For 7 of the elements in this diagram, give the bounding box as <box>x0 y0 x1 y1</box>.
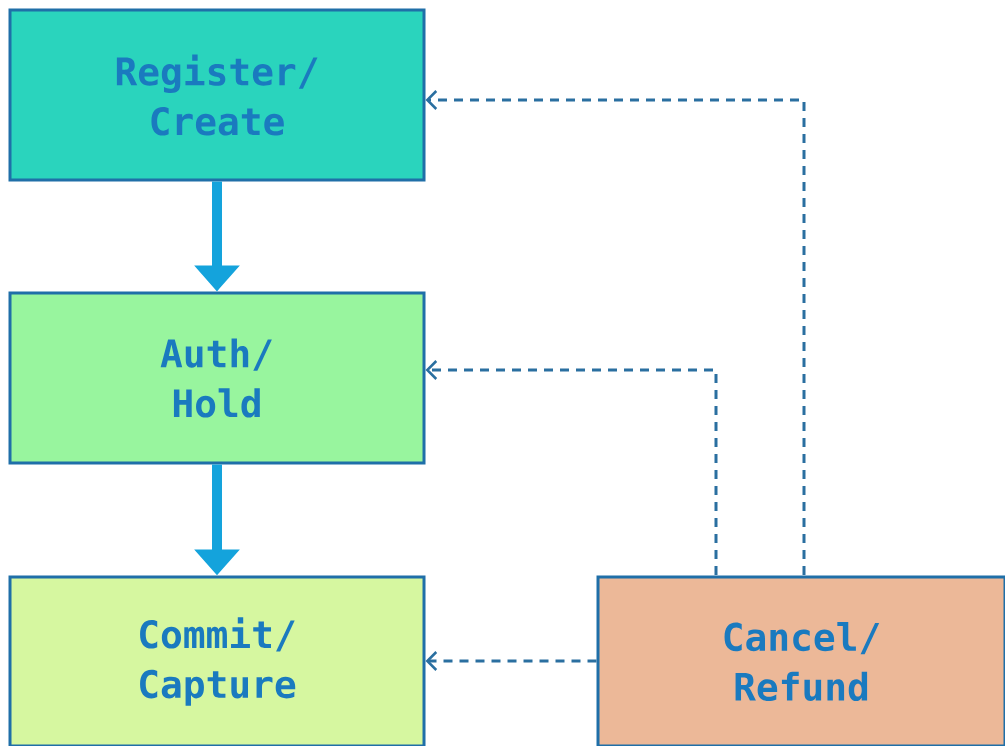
process-box: Auth/ Hold <box>8 291 426 465</box>
arrow <box>425 360 718 575</box>
process-box: Commit/ Capture <box>8 575 426 746</box>
process-box: Register/ Create <box>8 8 426 182</box>
process-box: Cancel/ Refund <box>596 575 1005 746</box>
arrow <box>425 90 806 575</box>
arrow <box>425 651 597 671</box>
